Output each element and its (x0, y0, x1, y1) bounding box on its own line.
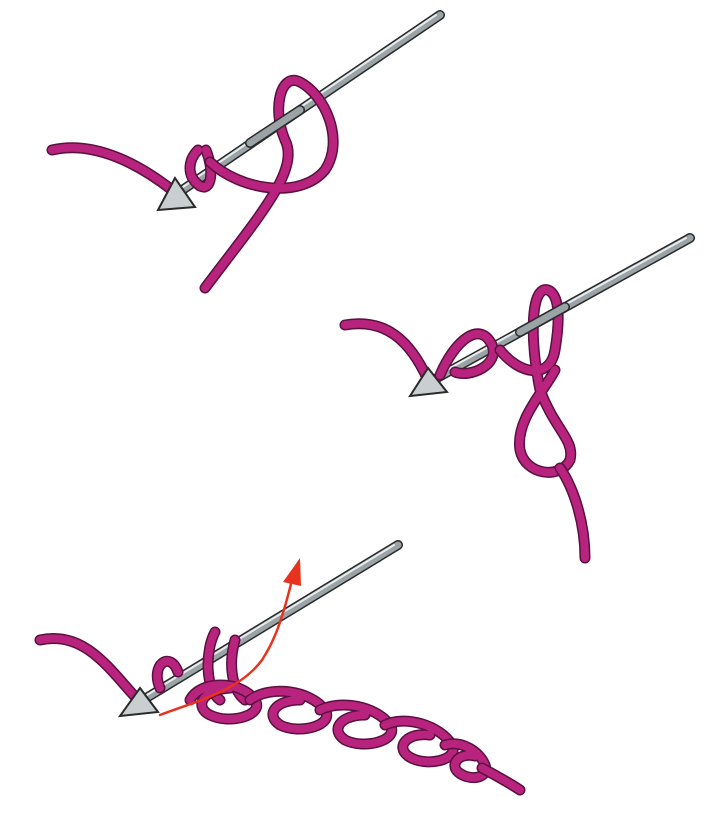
step-1-yarn-tail (52, 148, 172, 190)
step-3-chain-stitches (157, 632, 520, 790)
step-2-illustration (345, 238, 690, 558)
step-1-illustration (52, 15, 440, 288)
step-3-illustration (40, 545, 520, 790)
step-3-yarn-tail (40, 638, 138, 700)
step-2-yarn-tail (345, 324, 428, 380)
step-2-yarn-knot (440, 290, 585, 558)
step-1-yarn-loops (190, 80, 333, 288)
arrow-head-icon (283, 558, 301, 586)
